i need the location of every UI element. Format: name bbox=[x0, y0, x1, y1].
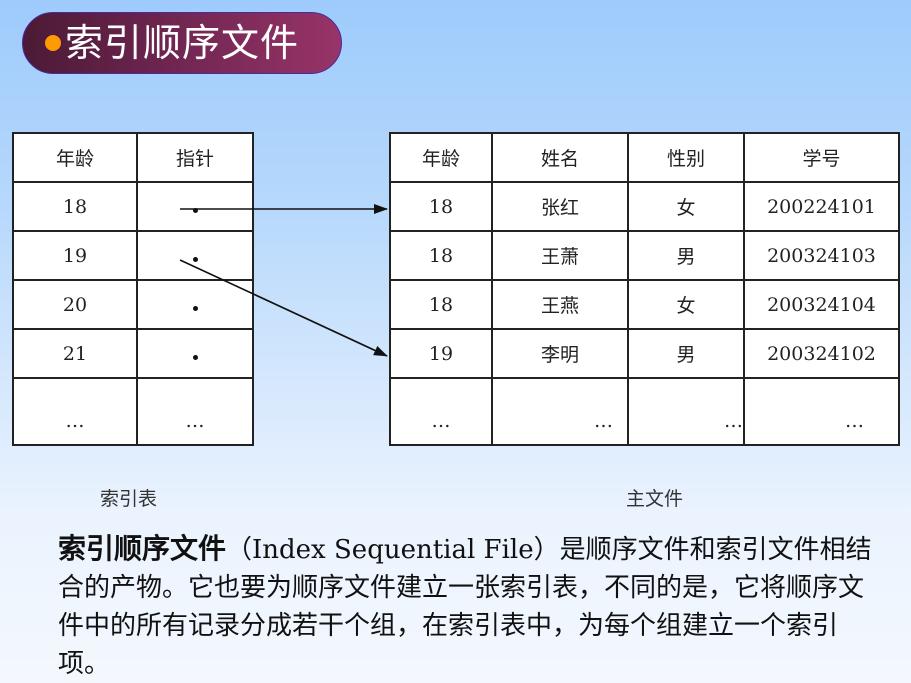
cell-pointer bbox=[136, 279, 254, 330]
cell-age: 18 bbox=[12, 181, 138, 232]
cell-gender: 男 bbox=[627, 328, 745, 379]
description-paragraph: 索引顺序文件（Index Sequential File）是顺序文件和索引文件相… bbox=[58, 530, 878, 683]
cell-pointer bbox=[136, 181, 254, 232]
main-file-table: 年龄 姓名 性别 学号 18 张红 女 200224101 18 王萧 男 20… bbox=[389, 132, 900, 446]
cell-student-id: 200324103 bbox=[743, 230, 900, 281]
cell-name: 李明 bbox=[491, 328, 629, 379]
page-title: 索引顺序文件 bbox=[65, 21, 300, 65]
table-row: 21 bbox=[12, 328, 254, 379]
header-cell-student-id: 学号 bbox=[743, 132, 900, 183]
pointer-dot-icon bbox=[192, 305, 198, 311]
cell-gender: … bbox=[627, 377, 745, 446]
table-row: 19 李明 男 200324102 bbox=[389, 328, 900, 379]
cell-age: 21 bbox=[12, 328, 138, 379]
table-header-row: 年龄 姓名 性别 学号 bbox=[389, 132, 900, 183]
title-banner: 索引顺序文件 bbox=[22, 12, 342, 74]
table-row: 20 bbox=[12, 279, 254, 330]
table-row: … … … … bbox=[389, 377, 900, 446]
table-row: 19 bbox=[12, 230, 254, 281]
table-row: 18 张红 女 200224101 bbox=[389, 181, 900, 232]
cell-age: 19 bbox=[12, 230, 138, 281]
cell-student-id: 200324102 bbox=[743, 328, 900, 379]
bullet-icon bbox=[45, 35, 61, 51]
cell-age: 18 bbox=[389, 230, 493, 281]
cell-name: 王萧 bbox=[491, 230, 629, 281]
cell-age: 18 bbox=[389, 181, 493, 232]
description-text: （Index Sequential File）是顺序文件和索引文件相结合的产物。… bbox=[58, 535, 872, 679]
cell-student-id: 200324104 bbox=[743, 279, 900, 330]
header-cell-name: 姓名 bbox=[491, 132, 629, 183]
table-row: 18 bbox=[12, 181, 254, 232]
cell-name: 张红 bbox=[491, 181, 629, 232]
index-table-caption: 索引表 bbox=[100, 488, 158, 510]
table-row: 18 王燕 女 200324104 bbox=[389, 279, 900, 330]
pointer-dot-icon bbox=[192, 256, 198, 262]
cell-pointer bbox=[136, 328, 254, 379]
index-table: 年龄 指针 18 19 20 21 … … bbox=[12, 132, 254, 446]
cell-age: … bbox=[12, 377, 138, 446]
header-cell-age: 年龄 bbox=[389, 132, 493, 183]
cell-name: 王燕 bbox=[491, 279, 629, 330]
main-file-caption: 主文件 bbox=[626, 488, 684, 510]
cell-gender: 女 bbox=[627, 181, 745, 232]
cell-pointer bbox=[136, 230, 254, 281]
table-row: … … bbox=[12, 377, 254, 446]
header-cell-age: 年龄 bbox=[12, 132, 138, 183]
cell-gender: 男 bbox=[627, 230, 745, 281]
cell-student-id: … bbox=[743, 377, 900, 446]
table-row: 18 王萧 男 200324103 bbox=[389, 230, 900, 281]
cell-name: … bbox=[491, 377, 629, 446]
cell-student-id: 200224101 bbox=[743, 181, 900, 232]
cell-gender: 女 bbox=[627, 279, 745, 330]
cell-pointer: … bbox=[136, 377, 254, 446]
header-cell-gender: 性别 bbox=[627, 132, 745, 183]
pointer-dot-icon bbox=[192, 354, 198, 360]
pointer-dot-icon bbox=[192, 207, 198, 213]
header-cell-pointer: 指针 bbox=[136, 132, 254, 183]
cell-age: 20 bbox=[12, 279, 138, 330]
cell-age: … bbox=[389, 377, 493, 446]
table-header-row: 年龄 指针 bbox=[12, 132, 254, 183]
cell-age: 18 bbox=[389, 279, 493, 330]
description-term: 索引顺序文件 bbox=[58, 532, 227, 565]
cell-age: 19 bbox=[389, 328, 493, 379]
